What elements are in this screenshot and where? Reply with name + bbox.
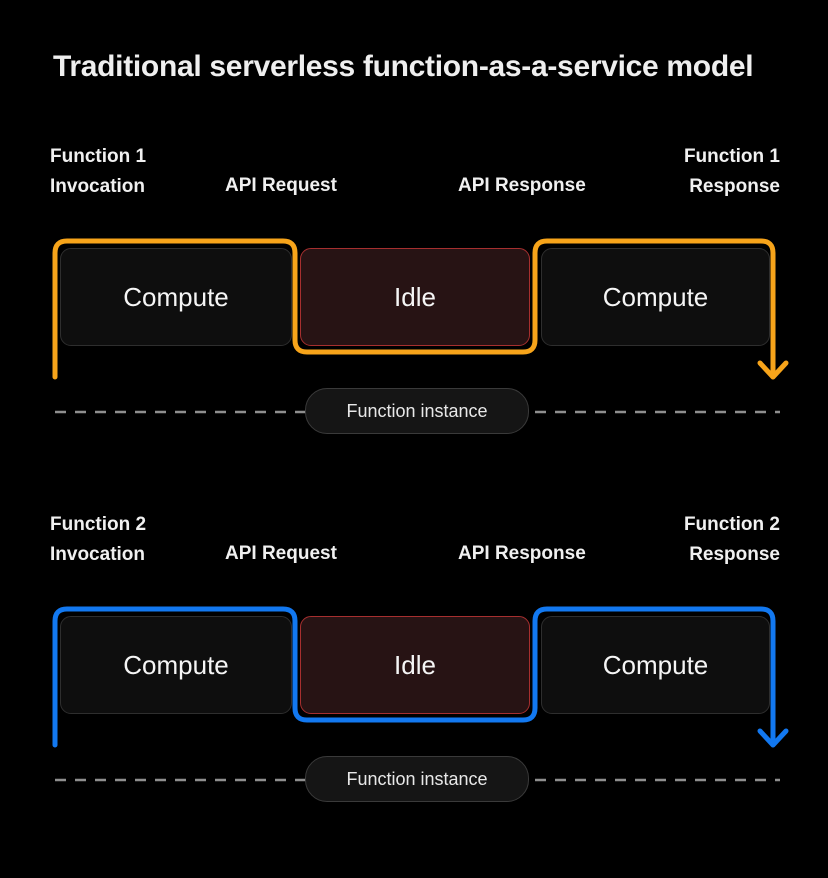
function1-invocation-label-line1: Function 1 <box>50 146 147 167</box>
function2-response-label: Function 2 Response <box>684 510 780 570</box>
function2-api-response-label: API Response <box>458 543 586 564</box>
function2-flow-row: Function 2 Invocation API Request API Re… <box>0 508 828 808</box>
function2-response-label-line1: Function 2 <box>683 514 780 535</box>
function2-invocation-label-line2: Invocation <box>50 544 146 565</box>
idle-box-label: Idle <box>394 281 436 312</box>
compute-box-label: Compute <box>602 649 709 680</box>
function1-response-label: Function 1 Response <box>684 142 780 202</box>
compute-box-label: Compute <box>602 281 709 312</box>
function1-compute-box-2: Compute <box>541 248 770 346</box>
function1-response-label-line2: Response <box>689 176 780 197</box>
function1-arrow-down-icon <box>757 360 789 380</box>
function1-api-request-label: API Request <box>225 175 337 196</box>
function2-instance-pill-label: Function instance <box>346 768 488 789</box>
function2-invocation-label-line1: Function 2 <box>50 514 147 535</box>
function2-arrow-down-icon <box>757 728 789 748</box>
function2-api-request-label: API Request <box>225 543 337 564</box>
function2-instance-pill: Function instance <box>305 756 529 802</box>
function1-api-response-label: API Response <box>458 175 586 196</box>
compute-box-label: Compute <box>123 649 229 680</box>
function2-compute-box-1: Compute <box>60 616 292 714</box>
compute-box-label: Compute <box>123 281 229 312</box>
function1-instance-pill: Function instance <box>305 388 529 434</box>
diagram-title: Traditional serverless function-as-a-ser… <box>53 50 754 83</box>
function2-response-label-line2: Response <box>689 544 780 565</box>
function1-idle-box: Idle <box>300 248 530 346</box>
function1-response-label-line1: Function 1 <box>683 146 780 167</box>
function1-invocation-label: Function 1 Invocation <box>50 142 146 202</box>
function2-invocation-label: Function 2 Invocation <box>50 510 146 570</box>
idle-box-label: Idle <box>394 649 436 680</box>
function1-compute-box-1: Compute <box>60 248 292 346</box>
function1-invocation-label-line2: Invocation <box>50 176 146 197</box>
function2-compute-box-2: Compute <box>541 616 770 714</box>
function1-flow-row: Function 1 Invocation API Request API Re… <box>0 140 828 440</box>
function1-instance-pill-label: Function instance <box>346 400 488 421</box>
function2-idle-box: Idle <box>300 616 530 714</box>
